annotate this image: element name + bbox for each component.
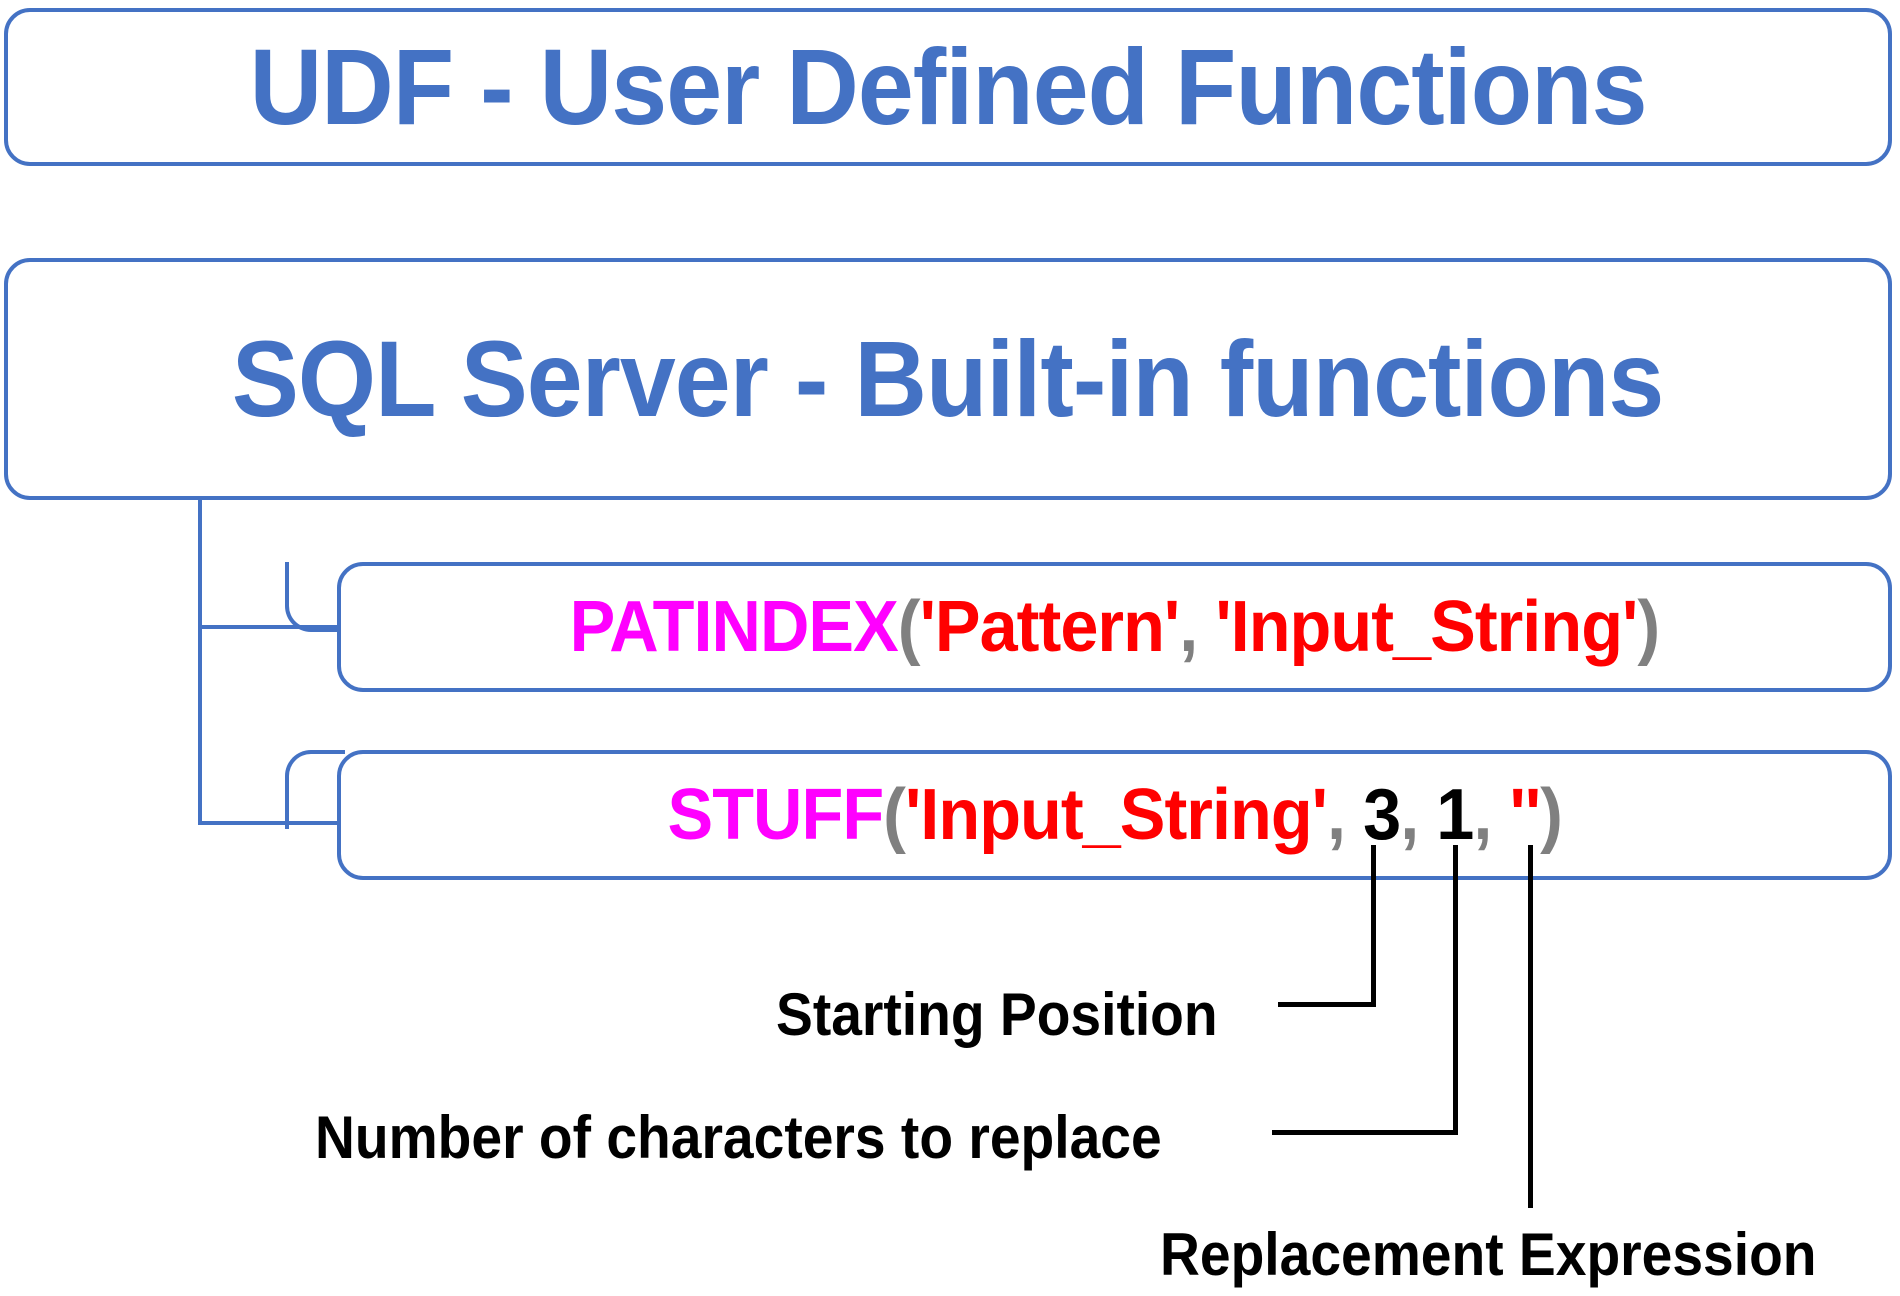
leader-vertical-num-chars [1453,845,1458,1135]
annotation-num-chars-to-replace: Number of characters to replace [315,1104,1162,1171]
patindex-open-paren: ( [897,587,921,667]
annotation-replacement-expression: Replacement Expression [1160,1221,1817,1288]
node-function-patindex: PATINDEX('Pattern', 'Input_String') [337,562,1892,692]
stuff-close-paren: ) [1539,775,1563,855]
stuff-function-name: STUFF [667,775,884,855]
leader-horizontal-starting-position [1278,1002,1376,1007]
leader-horizontal-num-chars [1272,1130,1458,1135]
stuff-arg-replacement: '' [1509,775,1541,855]
tree-branch-horizontal-patindex [198,625,341,629]
stuff-comma-1: , [1326,775,1363,855]
stuff-code: STUFF('Input_String', 3, 1, '') [667,779,1562,851]
stuff-arg-start-position: 3 [1362,775,1401,855]
patindex-code: PATINDEX('Pattern', 'Input_String') [570,591,1660,663]
tree-corner-stuff [285,750,345,829]
patindex-comma-1: , [1179,587,1216,667]
patindex-arg-pattern: 'Pattern' [919,587,1181,667]
stuff-comma-2: , [1399,775,1437,855]
leader-vertical-replacement-expression [1528,845,1533,1208]
stuff-arg-length: 1 [1436,775,1474,855]
tree-corner-patindex [285,562,345,632]
udf-title-text: UDF - User Defined Functions [249,26,1648,147]
node-sql-server-builtin: SQL Server - Built-in functions [4,258,1892,500]
leader-vertical-starting-position [1371,845,1376,1007]
node-udf-title: UDF - User Defined Functions [4,8,1892,166]
tree-branch-horizontal-stuff [198,821,341,825]
tree-trunk-vertical [198,498,202,825]
sql-title-text: SQL Server - Built-in functions [232,318,1664,439]
patindex-close-paren: ) [1637,587,1660,667]
patindex-function-name: PATINDEX [569,587,899,667]
annotation-starting-position: Starting Position [776,981,1218,1048]
patindex-arg-input-string: 'Input_String' [1215,587,1638,667]
stuff-arg-input-string: 'Input_String' [904,775,1328,855]
node-function-stuff: STUFF('Input_String', 3, 1, '') [337,750,1892,880]
stuff-comma-3: , [1473,775,1510,855]
stuff-open-paren: ( [882,775,906,855]
